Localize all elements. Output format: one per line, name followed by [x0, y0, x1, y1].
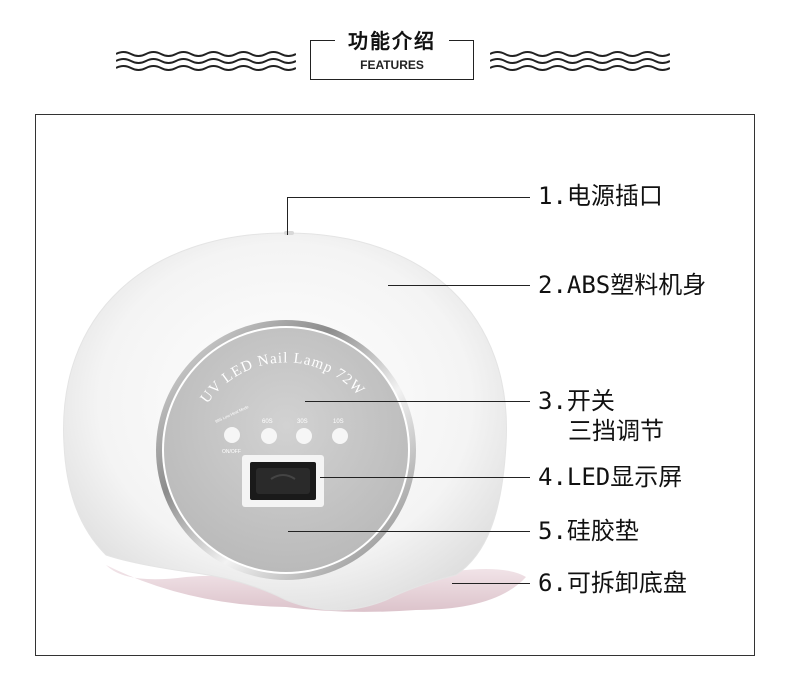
power-label: ON/OFF: [222, 449, 241, 455]
feature-silicone-pad: 5.硅胶垫: [538, 517, 639, 545]
wave-decoration-right: [490, 51, 670, 71]
leader-2: [388, 285, 530, 286]
leader-3: [305, 401, 530, 402]
feature-led-display: 4.LED显示屏: [538, 463, 683, 491]
timer-button-30s[interactable]: [296, 428, 312, 444]
detachable-base: [106, 565, 526, 612]
product-frame: UV LED Nail Lamp 72W 99S Low Heat Mode 6…: [35, 114, 755, 656]
leader-5: [288, 531, 530, 532]
button-label-60s: 60S: [262, 419, 273, 425]
button-label-30s: 30S: [297, 419, 308, 425]
nail-lamp-illustration: UV LED Nail Lamp 72W 99S Low Heat Mode 6…: [63, 231, 526, 612]
leader-4: [320, 477, 530, 478]
section-header: 功能介绍 FEATURES: [0, 0, 790, 100]
section-title-cn: 功能介绍: [335, 28, 449, 54]
section-title-en: FEATURES: [360, 58, 424, 72]
feature-power-socket: 1.电源插口: [538, 182, 663, 210]
leader-6: [452, 583, 530, 584]
feature-switch: 3.开关: [538, 387, 615, 415]
leader-1: [287, 197, 530, 198]
feature-abs-body: 2.ABS塑料机身: [538, 271, 707, 299]
timer-button-60s[interactable]: [261, 428, 277, 444]
timer-button-10s[interactable]: [332, 428, 348, 444]
feature-switch-detail: 三挡调节: [568, 417, 664, 445]
feature-detachable-base: 6.可拆卸底盘: [538, 569, 687, 597]
power-socket: [284, 231, 294, 235]
mode-button-99s[interactable]: [224, 427, 240, 443]
button-label-10s: 10S: [333, 419, 344, 425]
wave-decoration-left: [116, 51, 296, 71]
silicone-pad: [164, 328, 408, 572]
leader-1-vertical: [287, 197, 288, 235]
